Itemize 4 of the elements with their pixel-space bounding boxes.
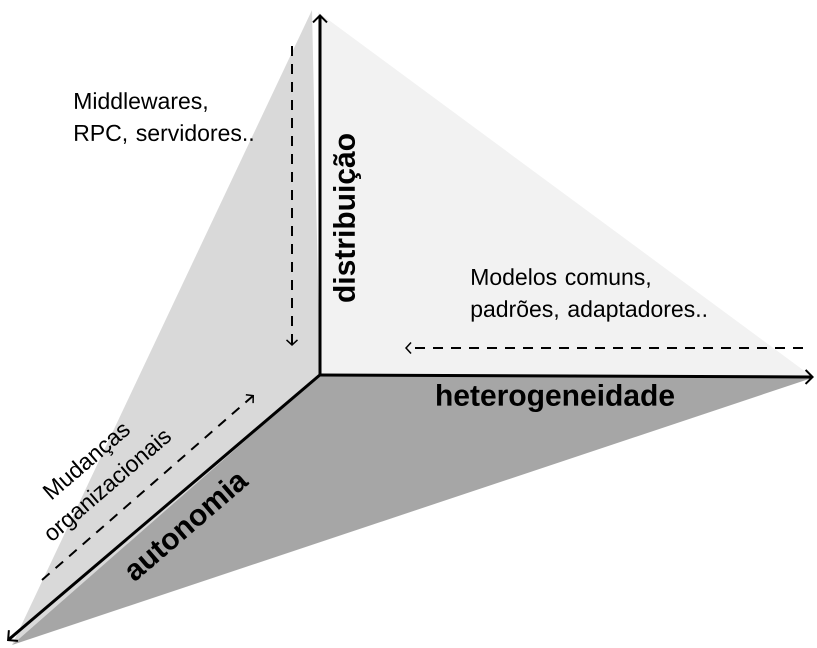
annotation-text: Middlewares, RPC, servidores.. — [75, 92, 253, 144]
annotation-text: Modelos comuns, padrões, adaptadores.. — [472, 268, 706, 322]
axis-label: distribuição — [333, 134, 361, 302]
axis-label: heterogeneidade — [437, 384, 674, 412]
